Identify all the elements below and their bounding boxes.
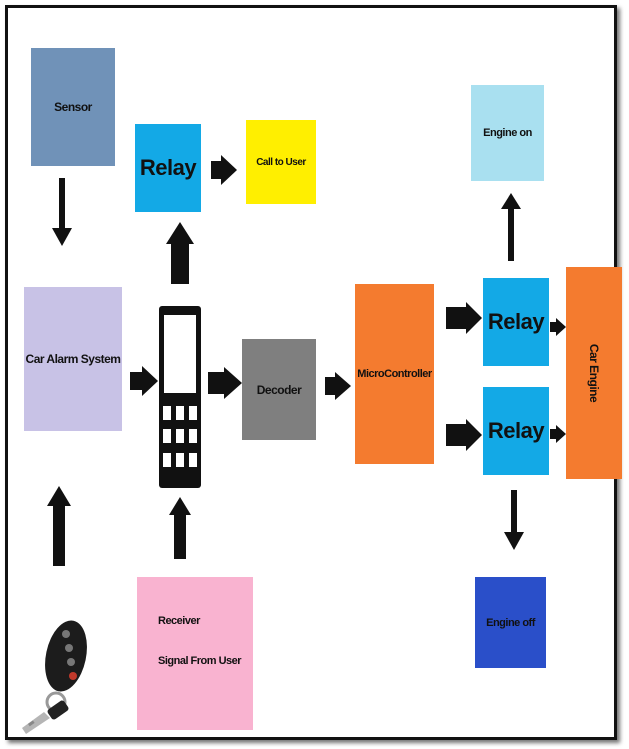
node-microcontroller: MicroController xyxy=(355,284,434,464)
arrow-microcontroller-to-relay-lower xyxy=(446,419,482,451)
arrow-phone-to-relay-top xyxy=(166,222,194,284)
node-relay-lower-right-label: Relay xyxy=(487,418,545,443)
node-engine-on-label: Engine on xyxy=(483,127,532,139)
arrow-phone-to-decoder xyxy=(208,367,242,399)
arrow-relay-to-call-user xyxy=(211,155,237,185)
node-relay-upper-right: Relay xyxy=(483,278,549,366)
node-car-alarm-system: Car Alarm System xyxy=(24,287,122,431)
node-call-to-user: Call to User xyxy=(246,120,316,204)
node-relay-top-label: Relay xyxy=(139,155,197,180)
node-relay-top: Relay xyxy=(135,124,201,212)
car-key-fob-icon xyxy=(22,620,87,734)
node-sensor-label: Sensor xyxy=(54,100,92,114)
mobile-phone-icon xyxy=(159,306,201,488)
arrow-receiver-to-phone xyxy=(169,497,191,559)
node-call-to-user-label: Call to User xyxy=(256,156,306,168)
node-relay-lower-right: Relay xyxy=(483,387,549,475)
arrow-decoder-to-microcontroller xyxy=(325,372,351,400)
node-receiver-line2: Signal From User xyxy=(158,655,242,667)
node-sensor: Sensor xyxy=(31,48,115,166)
node-car-engine: Car Engine xyxy=(566,267,622,479)
node-engine-off: Engine off xyxy=(475,577,546,668)
node-car-engine-label: Car Engine xyxy=(587,343,602,403)
node-receiver: Receiver Signal From User xyxy=(137,577,253,730)
arrow-sensor-to-car-alarm xyxy=(52,178,72,246)
node-engine-off-label: Engine off xyxy=(486,616,535,629)
node-receiver-line1: Receiver xyxy=(158,615,200,627)
node-engine-on: Engine on xyxy=(471,85,544,181)
node-decoder-label: Decoder xyxy=(256,382,302,397)
node-car-alarm-system-label: Car Alarm System xyxy=(25,352,121,366)
arrow-relay-lower-to-engine xyxy=(550,425,566,443)
node-relay-upper-right-label: Relay xyxy=(487,309,545,334)
node-decoder: Decoder xyxy=(242,339,316,440)
node-microcontroller-label: MicroController xyxy=(357,368,432,380)
arrow-car-alarm-to-phone xyxy=(130,366,158,396)
arrow-key-to-car-alarm xyxy=(47,486,71,566)
arrow-relay-to-engine-on xyxy=(501,193,521,261)
arrow-relay-upper-to-engine xyxy=(550,318,566,336)
arrow-microcontroller-to-relay-upper xyxy=(446,302,482,334)
arrow-relay-to-engine-off xyxy=(504,490,524,550)
